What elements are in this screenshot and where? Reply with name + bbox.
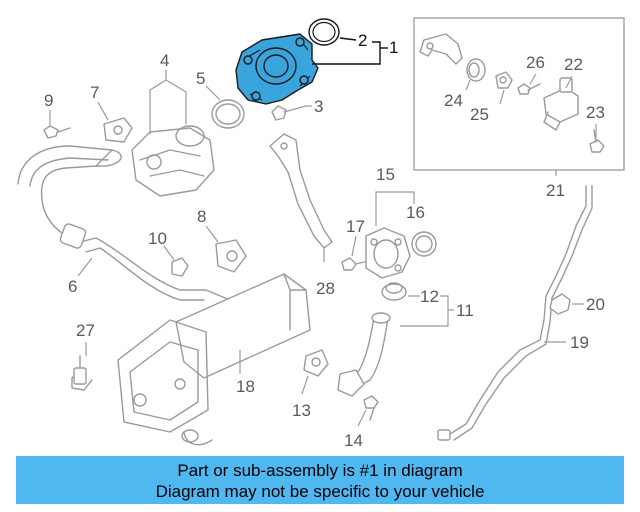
bolt-part-9[interactable] — [43, 125, 71, 139]
callout-19: 19 — [570, 333, 589, 352]
gasket-part-8[interactable] — [215, 239, 247, 273]
banner-line-2: Diagram may not be specific to your vehi… — [155, 482, 485, 501]
bracket-part-28[interactable] — [269, 133, 333, 249]
callout-2: 2 — [358, 31, 367, 50]
collar-part-25[interactable] — [495, 71, 513, 89]
callout-10: 10 — [148, 229, 167, 248]
nut-part-20[interactable] — [549, 293, 571, 315]
bolt-part-14[interactable] — [363, 395, 379, 421]
egr-part-4[interactable] — [131, 125, 215, 197]
pipe-part-11[interactable] — [337, 312, 391, 397]
bracket-inset[interactable] — [419, 33, 463, 65]
callout-6: 6 — [68, 277, 77, 296]
seal-part-12[interactable] — [381, 282, 407, 301]
sensor-part-27[interactable] — [71, 355, 93, 391]
callout-4: 4 — [160, 51, 169, 70]
bolt-part-23[interactable] — [589, 129, 605, 153]
gasket-part-5[interactable] — [211, 99, 245, 129]
inset-box — [413, 17, 625, 171]
info-banner: Part or sub-assembly is #1 in diagram Di… — [16, 456, 624, 504]
callout-11: 11 — [456, 301, 474, 320]
callout-21: 21 — [546, 181, 565, 200]
callout-17: 17 — [346, 217, 365, 236]
callout-1: 1 — [389, 38, 398, 57]
callout-15: 15 — [376, 165, 395, 184]
banner-line-1: Part or sub-assembly is #1 in diagram — [177, 461, 463, 480]
callout-3: 3 — [314, 97, 323, 116]
gasket-part-16[interactable] — [411, 231, 437, 257]
callout-22: 22 — [564, 55, 583, 74]
bolt-part-26[interactable] — [517, 83, 541, 95]
egr-valve-part-1[interactable] — [235, 33, 319, 105]
sensor-part-22[interactable] — [543, 77, 579, 131]
callout-13: 13 — [292, 401, 311, 420]
gasket-part-2[interactable] — [308, 18, 340, 46]
callout-27: 27 — [76, 321, 95, 340]
callout-23: 23 — [586, 103, 605, 122]
callout-12: 12 — [420, 287, 439, 306]
pipe-part-21[interactable] — [437, 185, 593, 441]
callout-7: 7 — [90, 83, 99, 102]
callout-8: 8 — [197, 207, 206, 226]
egr-cooler-part-18[interactable] — [117, 273, 311, 446]
callout-20: 20 — [586, 295, 605, 314]
callout-18: 18 — [236, 377, 255, 396]
callout-25: 25 — [470, 105, 489, 124]
nut-part-10[interactable] — [171, 257, 189, 277]
callout-14: 14 — [344, 431, 363, 450]
egr-pipe-part-6[interactable] — [17, 145, 231, 301]
gasket-part-7[interactable] — [103, 117, 133, 143]
callout-9: 9 — [44, 91, 53, 110]
callout-28: 28 — [316, 279, 335, 298]
gasket-part-13[interactable] — [303, 349, 329, 377]
throttle-part-15[interactable] — [365, 227, 411, 279]
callout-5: 5 — [196, 69, 205, 88]
grommet-part-24[interactable] — [466, 58, 486, 82]
bolt-part-3[interactable] — [271, 105, 307, 121]
callout-24: 24 — [444, 91, 463, 110]
callout-16: 16 — [406, 203, 425, 222]
callout-26: 26 — [526, 53, 545, 72]
